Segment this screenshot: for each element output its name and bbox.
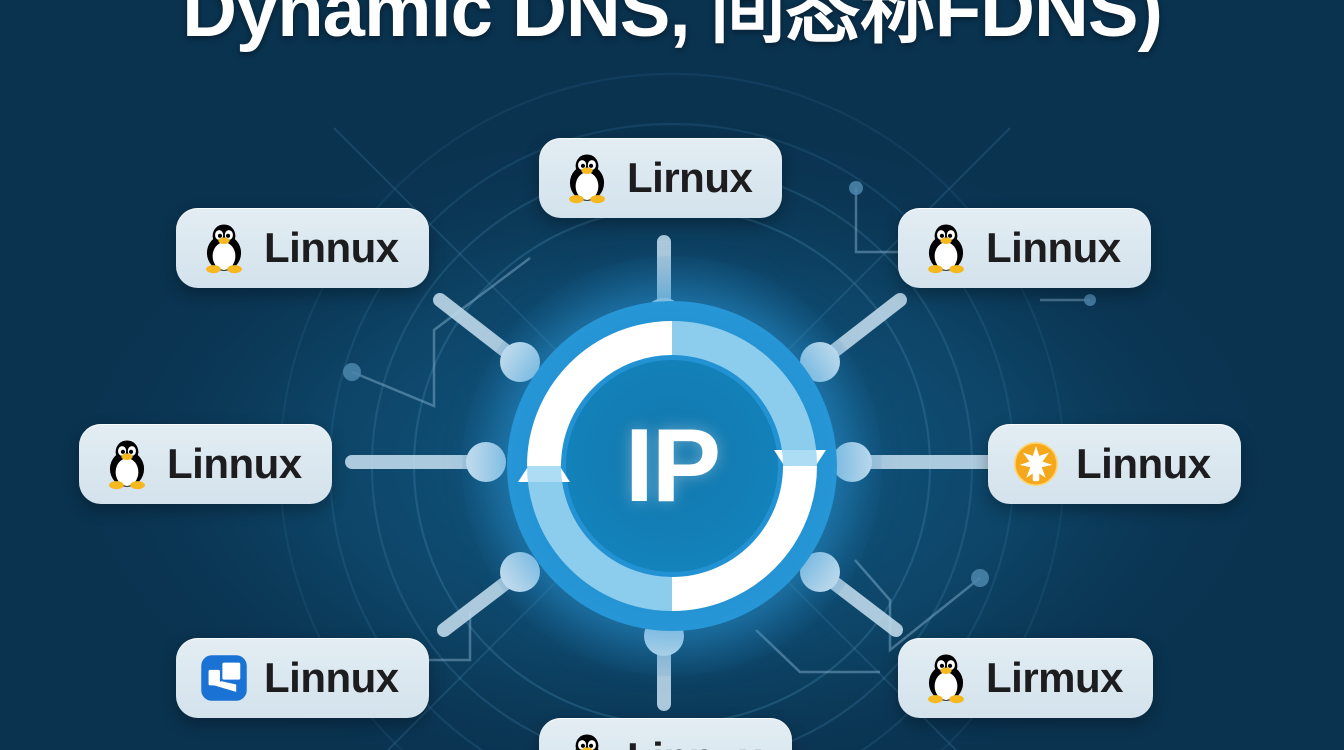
tux-penguin-icon	[575, 734, 599, 750]
device-pill-top-right[interactable]: Linnux	[898, 208, 1151, 288]
device-pill-bottom-left[interactable]: Linnux	[176, 638, 429, 718]
title-band: Dynamic DNS, 间态称FDNS)	[0, 0, 1344, 60]
device-pill-label: Lirmux	[986, 654, 1124, 701]
page-title: Dynamic DNS, 间态称FDNS)	[182, 0, 1163, 53]
device-pill-top-left[interactable]: Linnux	[176, 208, 429, 288]
device-pill-label: Linnux	[264, 654, 399, 701]
blue-remote-desktop-icon	[201, 655, 247, 701]
tux-penguin-icon	[569, 154, 605, 204]
orange-star-badge-icon	[1014, 442, 1058, 486]
device-pill-label: Linnux	[264, 224, 399, 271]
tux-penguin-icon	[109, 440, 145, 490]
tux-penguin-icon	[206, 224, 242, 274]
tux-penguin-icon	[928, 224, 964, 274]
tux-penguin-icon	[928, 654, 964, 704]
device-pill-left[interactable]: Linnux	[79, 424, 332, 504]
device-pill-label: Linnux	[167, 440, 302, 487]
device-pill-bottom[interactable]: Linnux	[539, 718, 792, 750]
device-pill-label: Lirnux	[627, 154, 753, 201]
device-pill-label: Linnux	[986, 224, 1121, 271]
device-pill-label: Linnux	[1076, 440, 1211, 487]
device-pill-top[interactable]: Lirnux	[539, 138, 783, 218]
device-pill-right[interactable]: Linnux	[988, 424, 1241, 504]
ip-hub[interactable]: IP	[462, 256, 882, 676]
device-pill-bottom-right[interactable]: Lirmux	[898, 638, 1154, 718]
hub-label: IP	[624, 408, 721, 524]
device-pill-label: Linnux	[627, 737, 762, 750]
